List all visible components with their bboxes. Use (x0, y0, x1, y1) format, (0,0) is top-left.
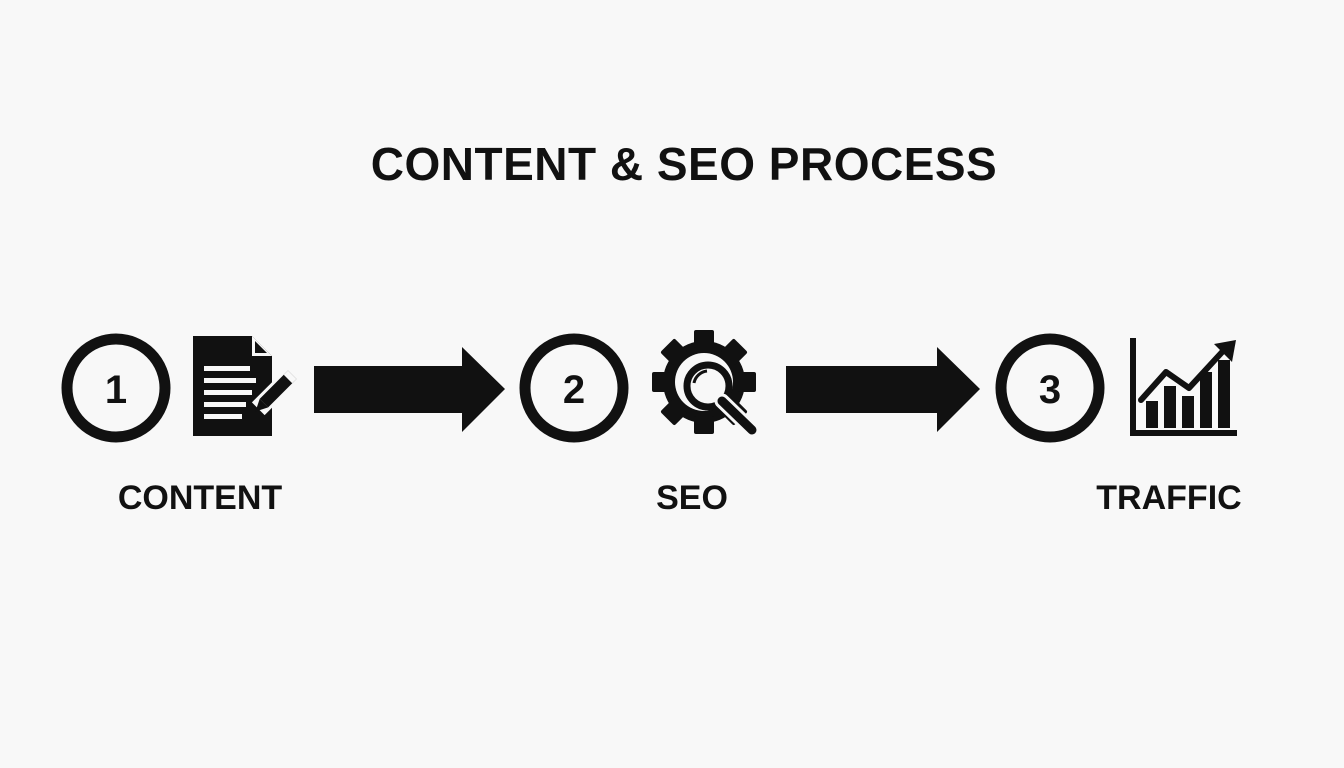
arrow-1-to-2 (314, 347, 505, 432)
step-1: 1 (61, 333, 302, 443)
arrow-2-to-3 (786, 347, 980, 432)
gear-magnifier-icon (652, 330, 760, 438)
step-2-label: SEO (656, 479, 728, 517)
document-pencil-icon (193, 336, 302, 436)
step-1-label: CONTENT (117, 479, 283, 517)
diagram-title: CONTENT & SEO PROCESS (370, 138, 998, 190)
step-1-circle (61, 333, 171, 443)
step-2-number-badge: 2 (519, 333, 629, 443)
step-2-circle (519, 333, 629, 443)
step-3: 3 (995, 333, 1237, 443)
step-3-label: TRAFFIC (1096, 479, 1242, 517)
growth-chart-icon (1130, 338, 1237, 436)
step-2: 2 (519, 330, 760, 443)
step-3-circle (995, 333, 1105, 443)
step-3-number: 3 (1039, 368, 1061, 412)
step-2-number: 2 (563, 368, 585, 412)
step-1-number: 1 (105, 368, 127, 412)
step-1-number-badge: 1 (61, 333, 171, 443)
step-3-number-badge: 3 (995, 333, 1105, 443)
